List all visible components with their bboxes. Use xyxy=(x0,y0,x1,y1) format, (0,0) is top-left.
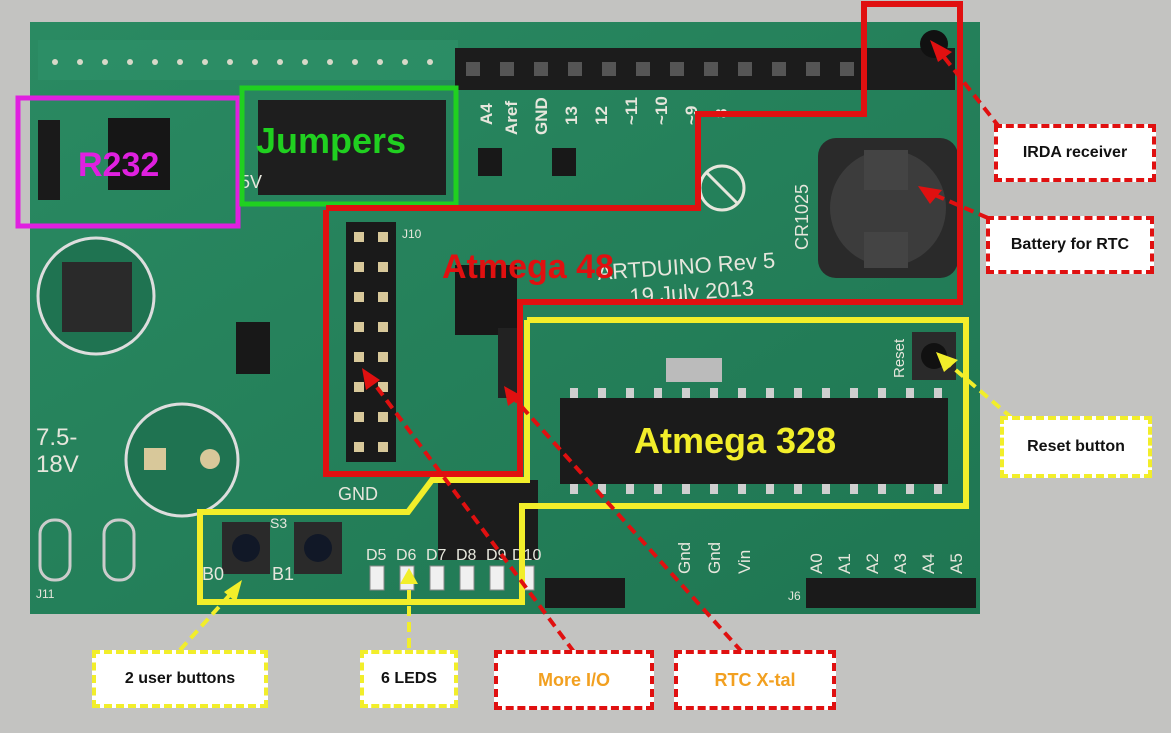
pin-label: ~10 xyxy=(652,96,671,125)
r232-zone xyxy=(15,95,241,229)
j10-header xyxy=(346,222,396,462)
main-crystal xyxy=(666,358,722,382)
jumpers-zone-label: Jumpers xyxy=(256,120,406,161)
analog-label: A1 xyxy=(835,553,854,574)
j6-silkscreen: J6 xyxy=(788,589,801,603)
arrowhead xyxy=(504,386,522,406)
atmega48-zone-label: Atmega 48 xyxy=(442,248,614,286)
pin-label: ~11 xyxy=(622,97,641,125)
bottom-power-header xyxy=(545,578,625,608)
power-jack xyxy=(38,518,72,582)
inductor-core xyxy=(62,262,132,332)
power-pin-label: Gnd xyxy=(705,542,724,574)
more-io-callout: More I/O xyxy=(494,650,654,710)
power-silkscreen: 7.5- xyxy=(36,424,77,451)
b0-silkscreen: B0 xyxy=(202,564,224,584)
r232-zone-label: R232 xyxy=(78,146,159,184)
pin-label: GND xyxy=(532,97,551,135)
more-io-arrow xyxy=(368,376,576,654)
electrolytic-capacitor xyxy=(124,402,240,518)
led-label: D9 xyxy=(486,547,507,564)
jumper-block xyxy=(258,100,446,195)
j11-silkscreen: J11 xyxy=(36,587,55,601)
j10-silkscreen: J10 xyxy=(402,227,422,241)
analog-label: A0 xyxy=(807,553,826,574)
pin-label: 13 xyxy=(562,106,581,125)
pin-label: Aref xyxy=(502,101,521,135)
led-label: D6 xyxy=(396,547,417,564)
irda-arrow xyxy=(938,50,1002,130)
battery-arrow xyxy=(927,190,989,220)
rtc-xtal-arrow xyxy=(510,394,744,654)
led-label: D7 xyxy=(426,547,447,564)
r232-connector xyxy=(38,120,60,200)
arrowhead xyxy=(400,568,418,584)
ic-rn4 xyxy=(552,148,576,176)
analog-label: A4 xyxy=(919,553,938,574)
atmega328-chip xyxy=(560,398,948,484)
pin-label: 12 xyxy=(592,106,611,125)
ic-u1 xyxy=(455,265,517,335)
leds-callout: 6 LEDS xyxy=(360,650,458,708)
arrowhead xyxy=(224,580,242,602)
arrowhead xyxy=(362,368,380,390)
buttons-arrow xyxy=(178,586,238,652)
analog-label: A3 xyxy=(891,553,910,574)
rtc-crystal-component xyxy=(498,328,520,398)
power-pin-label: Vin xyxy=(735,550,754,574)
battery-callout: Battery for RTC xyxy=(986,216,1154,274)
jumpers-zone xyxy=(239,85,459,207)
rtc-battery-holder xyxy=(818,138,958,278)
arrowhead xyxy=(936,352,958,372)
pcb-top-strip xyxy=(38,40,458,80)
analog-label: A5 xyxy=(947,553,966,574)
r232-chip xyxy=(108,118,170,190)
b1-silkscreen: B1 xyxy=(272,564,294,584)
arrowhead xyxy=(930,40,952,62)
ic-rn3 xyxy=(478,148,502,176)
battery-silkscreen: CR1025 xyxy=(792,184,812,250)
top-header-holes xyxy=(52,59,433,65)
rtc-xtal-callout: RTC X-tal xyxy=(674,650,836,710)
analog-label: A2 xyxy=(863,553,882,574)
arrowhead xyxy=(918,186,942,204)
led-label: D5 xyxy=(366,547,387,564)
atmega328-zone-label: Atmega 328 xyxy=(634,420,836,461)
reset-callout: Reset button xyxy=(1000,416,1152,478)
power-pin-label: Gnd xyxy=(675,542,694,574)
power-silkscreen-2: 18V xyxy=(36,451,79,478)
led-label: D10 xyxy=(512,547,541,564)
irda-callout: IRDA receiver xyxy=(994,124,1156,182)
s3-silkscreen: S3 xyxy=(270,515,287,531)
atmega48-zone xyxy=(323,1,963,477)
atmega328-zone xyxy=(197,317,969,605)
gnd-silkscreen: GND xyxy=(338,484,378,504)
bottom-analog-header xyxy=(806,578,976,608)
user-buttons-callout: 2 user buttons xyxy=(92,650,268,708)
pin-label: A4 xyxy=(477,103,496,125)
reset-silkscreen: Reset xyxy=(891,338,908,378)
led-label: D8 xyxy=(456,547,477,564)
ic-u6 xyxy=(236,322,270,374)
vcc-silkscreen: 5V xyxy=(240,172,262,192)
